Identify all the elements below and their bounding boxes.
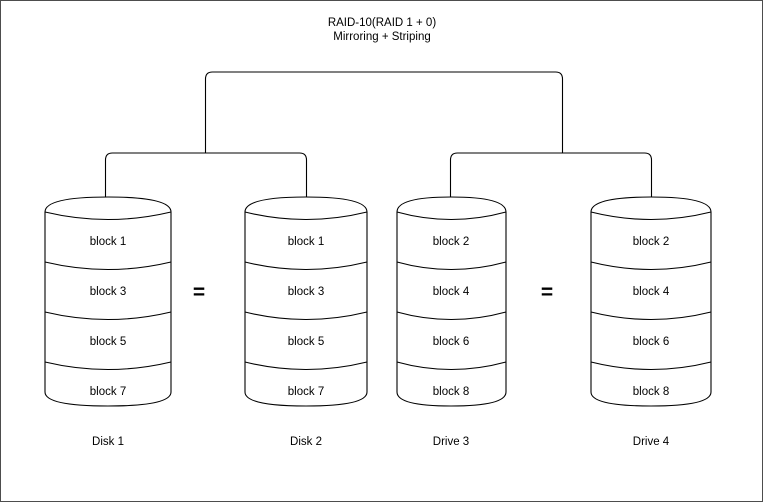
disk-4-block-1: block 2 xyxy=(633,236,669,248)
disk-1-divider-1 xyxy=(44,261,172,271)
disk-1-block-1: block 1 xyxy=(90,236,126,248)
disk-2-divider-1 xyxy=(244,261,368,271)
disk-4-cylinder-body xyxy=(590,196,712,407)
disk-2-caption: Disk 2 xyxy=(290,436,322,448)
diagram-title-line-1: RAID-10(RAID 1 + 0) xyxy=(328,17,436,29)
disk-3-block-2: block 4 xyxy=(433,286,470,298)
disk-3-caption: Drive 3 xyxy=(433,436,469,448)
disk-2-divider-3 xyxy=(244,361,368,371)
disk-3-block-3: block 6 xyxy=(433,336,469,348)
mirror-equals-right: = xyxy=(541,281,553,304)
disk-3-divider-2 xyxy=(396,311,507,320)
connector-root-bracket xyxy=(204,71,564,153)
disk-4-divider-3 xyxy=(590,361,712,371)
disk-3-top-ellipse-arc xyxy=(396,211,507,220)
disk-1-block-4: block 7 xyxy=(90,386,126,398)
mirror-equals-left: = xyxy=(193,281,205,304)
diagram-title-line-2: Mirroring + Striping xyxy=(333,31,430,43)
disk-1-divider-3 xyxy=(44,361,172,371)
connector-right-pair-bracket xyxy=(449,152,653,197)
disk-1-cylinder-body xyxy=(44,196,172,407)
disk-1-top-ellipse-arc xyxy=(44,211,172,221)
disk-2-block-3: block 5 xyxy=(288,336,324,348)
disk-2-top-ellipse-arc xyxy=(244,211,368,221)
disk-2-block-1: block 1 xyxy=(288,236,324,248)
disk-1-divider-2 xyxy=(44,311,172,321)
disk-1-block-3: block 5 xyxy=(90,336,126,348)
disk-3-divider-3 xyxy=(396,361,507,370)
disk-3-block-4: block 8 xyxy=(433,386,469,398)
disk-3-group: block 2 block 4 block 6 block 8 Drive 3 xyxy=(396,196,507,448)
connector-left-pair-bracket xyxy=(104,152,308,197)
disk-2-cylinder-body xyxy=(244,196,368,407)
disk-4-block-3: block 6 xyxy=(633,336,669,348)
disk-2-block-4: block 7 xyxy=(288,386,324,398)
disk-2-divider-2 xyxy=(244,311,368,321)
disk-4-block-4: block 8 xyxy=(633,386,669,398)
disk-2-block-2: block 3 xyxy=(288,286,324,298)
disk-4-top-ellipse-arc xyxy=(590,211,712,221)
disk-2-group: block 1 block 3 block 5 block 7 Disk 2 xyxy=(244,196,368,448)
disk-1-block-2: block 3 xyxy=(90,286,126,298)
disk-3-block-1: block 2 xyxy=(433,236,469,248)
disk-1-caption: Disk 1 xyxy=(92,436,124,448)
disk-4-group: block 2 block 4 block 6 block 8 Drive 4 xyxy=(590,196,712,448)
disk-4-caption: Drive 4 xyxy=(633,436,670,448)
disk-3-cylinder-body xyxy=(396,196,507,407)
disk-4-divider-1 xyxy=(590,261,712,271)
disk-3-divider-1 xyxy=(396,261,507,270)
disk-1-group: block 1 block 3 block 5 block 7 Disk 1 xyxy=(44,196,172,448)
disk-4-block-2: block 4 xyxy=(633,286,670,298)
disk-4-divider-2 xyxy=(590,311,712,321)
